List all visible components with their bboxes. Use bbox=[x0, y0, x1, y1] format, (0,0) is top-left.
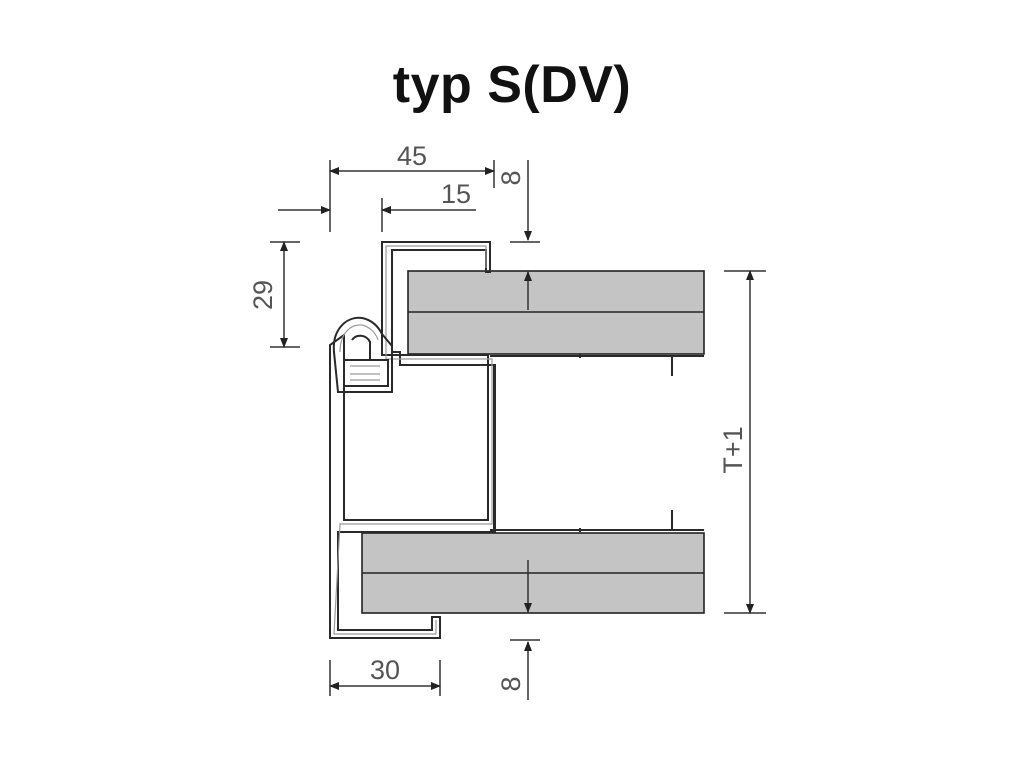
dimension-30-label: 30 bbox=[370, 655, 400, 685]
dimension-t-plus-1: T+1 bbox=[718, 270, 766, 614]
dimension-bottom-gap-label: 8 bbox=[496, 676, 526, 691]
upper-door-leaf bbox=[407, 270, 705, 355]
dimension-top-gap-8: 8 bbox=[496, 160, 540, 310]
dimension-29-label: 29 bbox=[248, 280, 278, 310]
dimension-30: 30 bbox=[329, 655, 441, 696]
dimension-45-label: 45 bbox=[397, 141, 427, 171]
dimension-15: 15 bbox=[278, 179, 476, 232]
lower-door-leaf bbox=[361, 532, 705, 614]
dimension-29: 29 bbox=[248, 241, 300, 348]
diagram-title: typ S(DV) bbox=[392, 56, 632, 114]
dimension-top-gap-label: 8 bbox=[496, 170, 526, 185]
dimension-15-label: 15 bbox=[441, 179, 471, 209]
dimension-t-plus-1-label: T+1 bbox=[718, 426, 748, 473]
dimension-45: 45 bbox=[329, 141, 495, 232]
dimension-bottom-gap-8: 8 bbox=[496, 560, 540, 700]
door-seal-gasket bbox=[332, 316, 393, 393]
